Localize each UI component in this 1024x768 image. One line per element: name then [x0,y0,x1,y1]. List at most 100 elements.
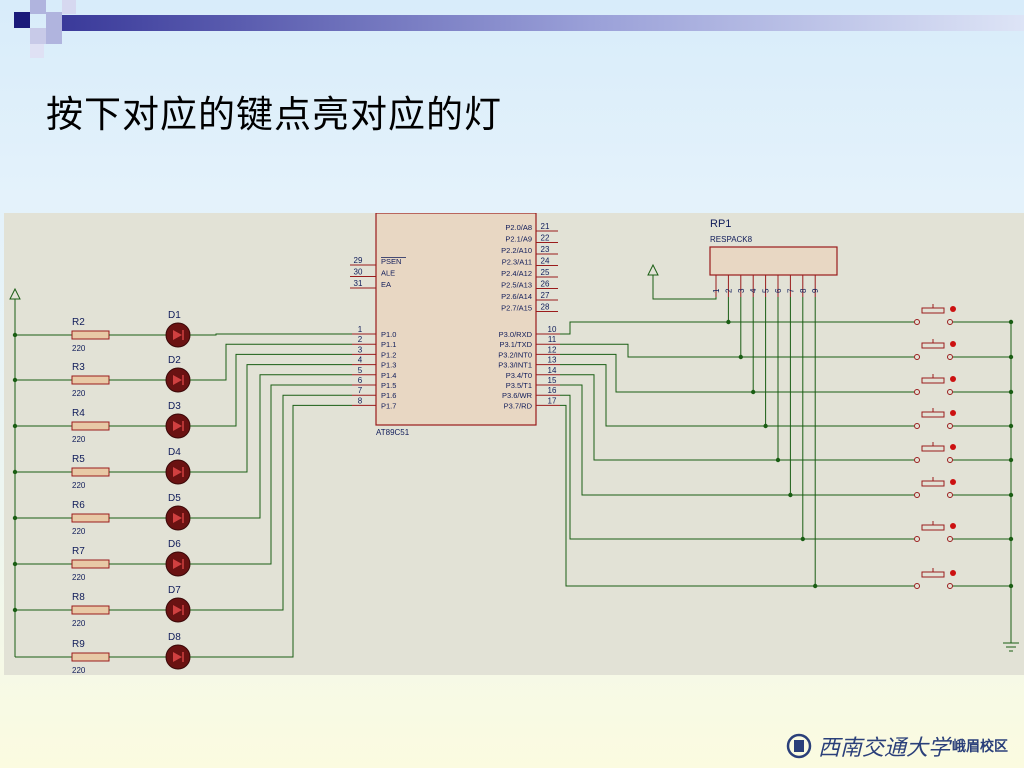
led-name: D1 [168,310,181,321]
pin-number: 22 [541,234,550,243]
led-to-p1-wire [190,353,352,427]
resistor-value: 220 [72,389,86,398]
pin-label-p2: P2.5/A13 [501,281,532,290]
led-triangle [173,605,182,615]
resistor-name: R8 [72,592,85,603]
junction-dot [12,515,18,521]
pin-number: 15 [548,376,557,385]
pin-label-p3: P3.1/TXD [499,340,532,349]
title-decoration [14,0,1024,58]
resistor [71,421,110,431]
pin-label-p2: P2.1/A9 [505,235,532,244]
pushbutton [921,480,945,487]
pushbutton [921,307,945,314]
led-to-p1-wire [190,404,352,658]
pin-label-p1: P1.0 [381,330,396,339]
campus-name: 峨眉校区 [952,739,1009,755]
resistor-name: R6 [72,500,85,511]
pushbutton-contact [947,389,953,395]
led-triangle [173,421,182,431]
pin-number: 3 [358,345,363,354]
resistor-name: R3 [72,362,85,373]
junction-dot [738,354,743,360]
pushbutton-dot [950,444,956,450]
pin-number: 26 [541,280,550,289]
pin-number: 5 [358,366,363,375]
pin-label-p2: P2.0/A8 [505,223,532,232]
led-triangle [173,467,182,477]
led-triangle [173,513,182,523]
pin-label-p1: P1.4 [381,371,396,380]
pin-number: 8 [358,396,363,405]
respack-pin-number: 4 [749,288,758,293]
pin-number: 11 [548,335,557,344]
pushbutton-contact [914,536,920,542]
power-icon [647,263,659,276]
pushbutton [921,377,945,384]
pin-label-p3: P3.0/RXD [499,330,533,339]
respack-pin-number: 3 [737,288,746,293]
pushbutton-contact [914,423,920,429]
led-to-p1-wire [190,384,352,565]
pushbutton-dot [950,479,956,485]
led-name: D2 [168,355,181,366]
pin-number: 21 [541,222,550,231]
resistor [71,652,110,662]
junction-dot [1008,389,1014,395]
pushbutton-contact [914,457,920,463]
junction-dot [1008,319,1014,325]
resistor-value: 220 [72,435,86,444]
respack-pin-number: 5 [762,288,771,293]
led-name: D8 [168,632,181,643]
junction-dot [813,583,818,589]
respack-pin-number: 2 [724,288,733,293]
respack-vcc-wire [652,275,717,300]
pushbutton-contact [914,583,920,589]
pushbutton-contact [947,354,953,360]
pin-number: 30 [354,268,363,277]
pin-label-p1: P1.6 [381,391,396,400]
junction-dot [1008,492,1014,498]
led-to-p1-wire [190,364,352,473]
pushbutton [921,411,945,418]
pushbutton-dot [950,306,956,312]
pushbutton-dot [950,523,956,529]
led-triangle [173,559,182,569]
junction-dot [726,319,731,325]
resistor-value: 220 [72,573,86,582]
pin-number: 23 [541,245,550,254]
pin-label-ctrl: EA [381,280,391,289]
pin-label-p3: P3.2/INT0 [498,350,532,359]
pin-number: 4 [358,356,363,365]
p3-to-button-wire [560,321,914,335]
pin-number: 16 [548,386,557,395]
resistor [71,375,110,385]
pushbutton-dot [950,376,956,382]
respack [709,246,838,276]
resistor-name: R4 [72,408,85,419]
junction-dot [800,536,805,542]
pin-label-ctrl: PSEN [381,257,401,266]
resistor [71,330,110,340]
pushbutton-contact [947,423,953,429]
led-to-p1-wire [190,394,352,611]
respack-pin-number: 6 [774,288,783,293]
pin-label-p1: P1.5 [381,381,396,390]
pin-label-p2: P2.3/A11 [502,258,532,267]
slide-title: 按下对应的键点亮对应的灯 [46,93,502,136]
led-to-p1-wire [190,333,352,336]
pin-label-p2: P2.6/A14 [501,292,532,301]
power-icon [9,287,21,300]
pushbutton [921,445,945,452]
pin-label-p3: P3.4/T0 [506,371,532,380]
resistor-name: R9 [72,639,85,650]
pushbutton-dot [950,341,956,347]
p3-to-button-wire [560,394,914,540]
pin-number: 24 [541,257,550,266]
pin-number: 28 [541,303,550,312]
pin-number: 2 [358,335,363,344]
pushbutton-contact [914,389,920,395]
pin-label-p2: P2.7/A15 [501,304,532,313]
